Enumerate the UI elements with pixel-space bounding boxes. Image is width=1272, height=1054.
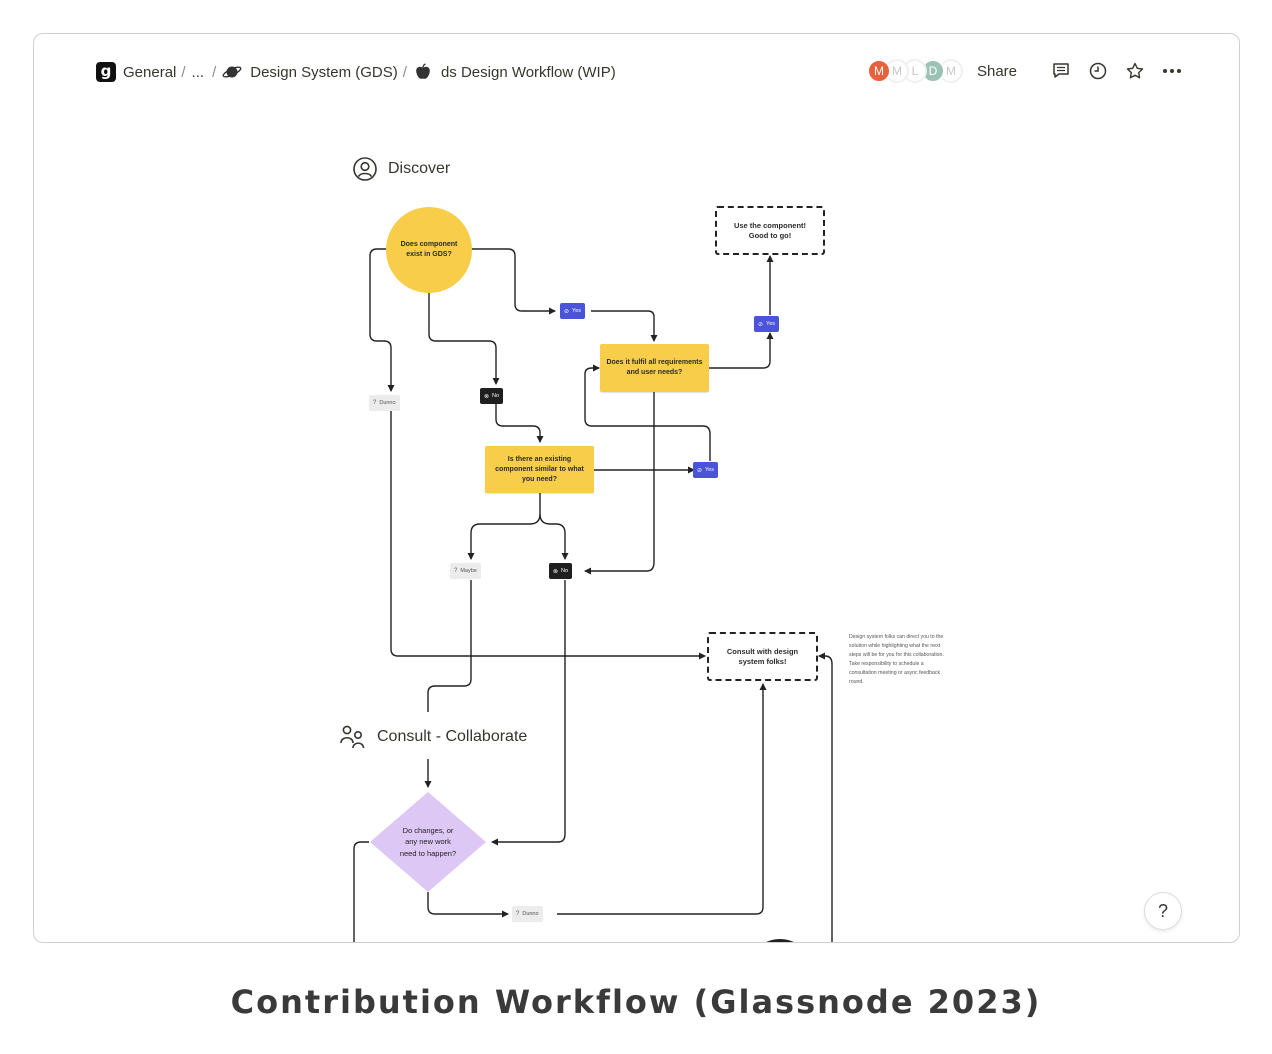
question-circle-icon: ? [516,911,520,917]
yes-label[interactable]: ⊘Yes [754,316,780,332]
question-circle-icon: ? [454,568,458,574]
no-label[interactable]: ⊗No [480,388,504,404]
no-label[interactable]: ⊗No [549,563,573,579]
node-changes-needed[interactable]: Do changes, or any new work need to happ… [369,791,487,893]
breadcrumb-page[interactable]: ds Design Workflow (WIP) [413,62,616,82]
node-use-component[interactable]: Use the component! Good to go! [715,206,825,255]
whiteboard-canvas[interactable]: Discover Consult - Collaborate Does comp… [34,34,1239,942]
check-circle-icon: ⊘ [564,308,570,315]
breadcrumb-workspace[interactable]: g General [96,62,176,82]
yes-label[interactable]: ⊘Yes [560,303,586,319]
breadcrumb-page-label: ds Design Workflow (WIP) [440,63,616,81]
more-icon[interactable] [1161,60,1183,82]
node-changes-needed-label: Do changes, or any new work need to happ… [399,825,457,858]
star-icon[interactable] [1124,60,1146,82]
user-circle-icon [352,156,378,182]
breadcrumb-ellipsis[interactable]: ... [192,64,205,81]
breadcrumb: g General / ... / Design System (GDS) / … [96,62,616,82]
avatar[interactable]: M [866,59,891,83]
dunno-label[interactable]: ?Dunno [369,395,400,411]
node-component-exists[interactable]: Does component exist in GDS? [386,207,472,293]
breadcrumb-separator: / [181,63,186,81]
section-discover: Discover [352,156,450,182]
breadcrumb-separator: / [212,63,217,81]
apple-icon [413,62,433,82]
x-circle-icon: ⊗ [553,568,559,575]
notion-window: g General / ... / Design System (GDS) / … [33,33,1240,943]
breadcrumb-separator: / [402,63,407,81]
top-bar: g General / ... / Design System (GDS) / … [34,34,1239,112]
workspace-logo-icon: g [96,62,116,82]
share-button[interactable]: Share [976,62,1017,80]
section-consult-label: Consult - Collaborate [377,728,528,745]
breadcrumb-parent[interactable]: Design System (GDS) [222,62,398,82]
breadcrumb-parent-label: Design System (GDS) [250,63,398,81]
x-circle-icon: ⊗ [484,393,490,400]
users-icon [339,724,367,750]
section-consult: Consult - Collaborate [339,724,527,750]
breadcrumb-ellipsis-label: ... [191,63,205,81]
history-icon[interactable] [1087,60,1109,82]
comment-icon[interactable] [1050,60,1072,82]
node-consult-folks[interactable]: Consult with design system folks! [707,632,818,681]
maybe-label[interactable]: ?Maybe [450,563,481,579]
planet-icon [222,62,242,82]
consult-note: Design system folks can direct you to th… [849,634,944,685]
node-fulfil-requirements[interactable]: Does it fulfil all requirements and user… [600,344,709,392]
check-circle-icon: ⊘ [758,321,764,328]
check-circle-icon: ⊘ [697,467,703,474]
yes-label[interactable]: ⊘Yes [693,462,719,478]
question-circle-icon: ? [373,400,377,406]
caption: Contribution Workflow (Glassnode 2023) [230,983,1042,1021]
node-similar-component[interactable]: Is there an existing component similar t… [485,446,594,493]
dunno-label[interactable]: ?Dunno [512,906,543,922]
breadcrumb-workspace-label: General [123,63,177,81]
help-button[interactable]: ? [1144,892,1182,930]
connector-lines [353,248,833,942]
section-discover-label: Discover [388,160,451,177]
